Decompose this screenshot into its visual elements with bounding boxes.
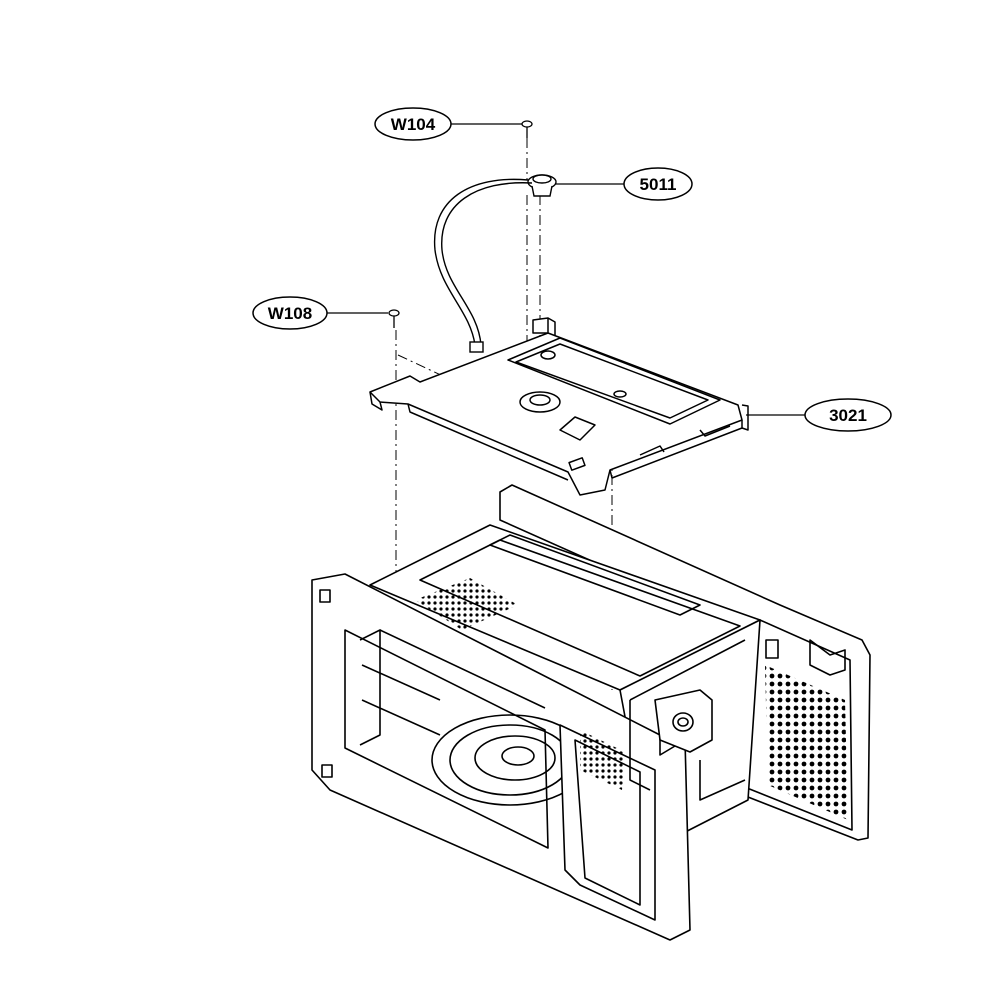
screw-w104 bbox=[521, 120, 533, 138]
callout-5011-label: 5011 bbox=[640, 175, 677, 194]
control-vent-holes bbox=[580, 730, 625, 790]
callout-3021-label: 3021 bbox=[829, 406, 867, 425]
callout-5011: 5011 bbox=[555, 167, 693, 201]
callout-w108: W108 bbox=[252, 296, 388, 330]
part-5011-sensor bbox=[433, 174, 557, 353]
callout-w104-label: W104 bbox=[391, 115, 436, 134]
callout-3021: 3021 bbox=[746, 398, 892, 432]
part-3021-bracket-plate bbox=[369, 317, 749, 496]
rear-vent-holes bbox=[765, 665, 848, 820]
screw-w108 bbox=[388, 309, 400, 328]
top-vent-holes bbox=[415, 578, 518, 630]
callout-w108-label: W108 bbox=[268, 304, 312, 323]
callout-w104: W104 bbox=[374, 107, 522, 141]
